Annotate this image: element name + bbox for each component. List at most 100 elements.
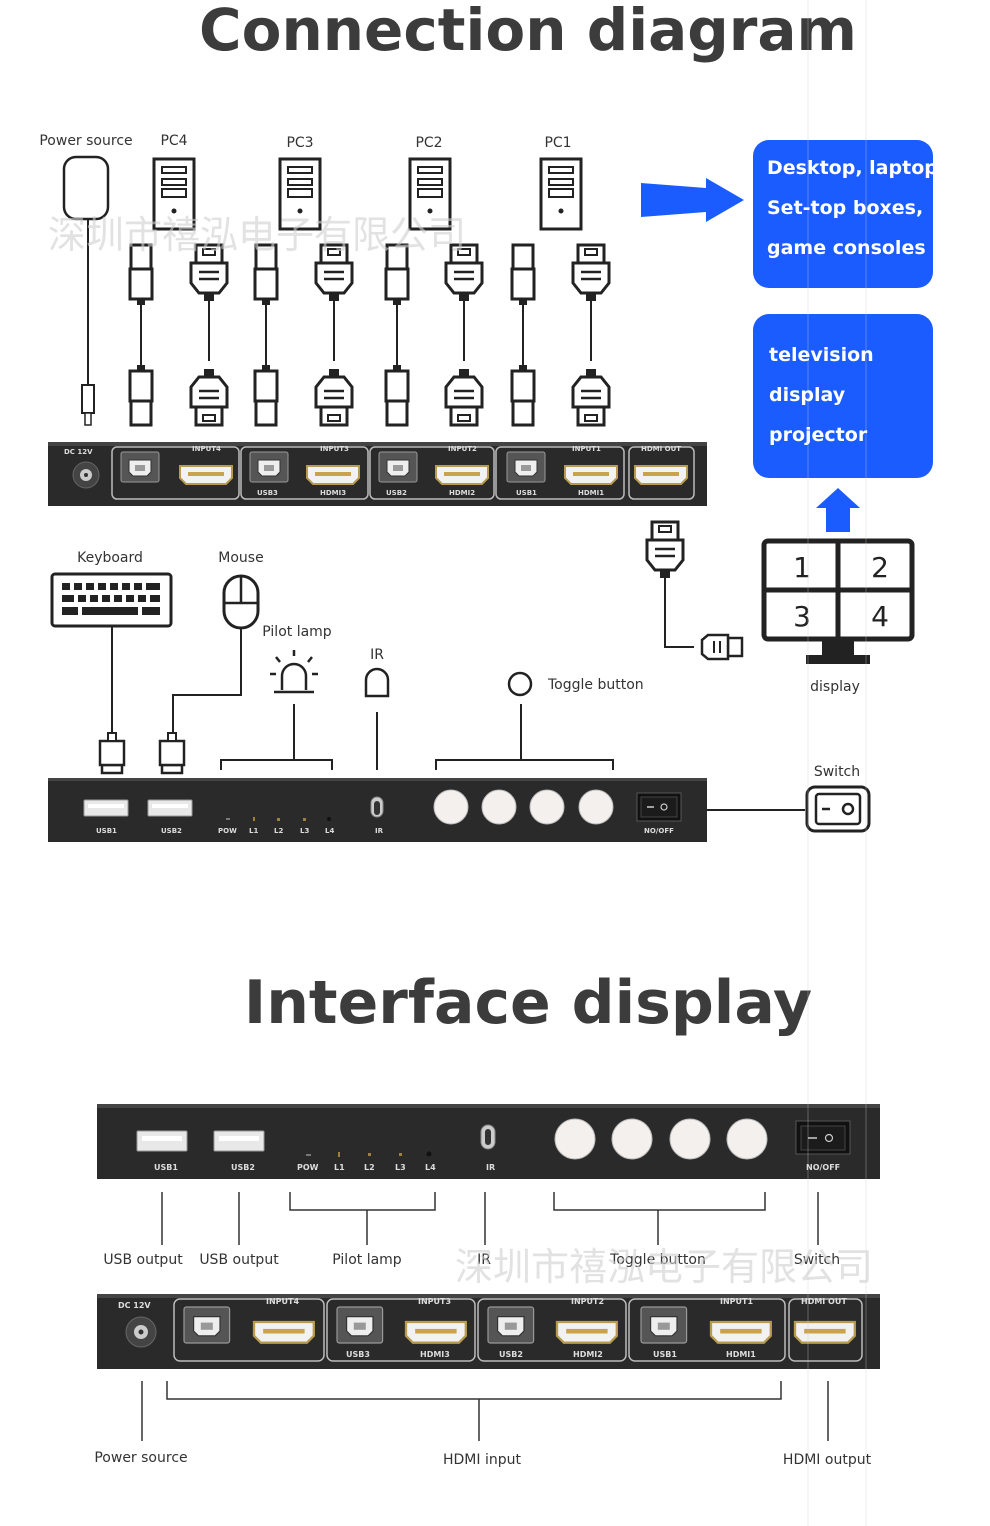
front-panel-device-large: USB1 USB2 POW L1 L2 L3 L4 IR NO/OFF <box>97 1104 880 1179</box>
svg-text:INPUT1: INPUT1 <box>572 445 601 453</box>
label-hdmi-input: HDMI input <box>443 1452 521 1468</box>
pc1-cables <box>510 243 611 427</box>
label-toggle-button: Toggle button <box>609 1252 706 1268</box>
svg-text:L3: L3 <box>395 1163 406 1172</box>
svg-text:USB2: USB2 <box>386 489 407 497</box>
label-usb-output-2: USB output <box>199 1252 279 1268</box>
output-box <box>753 314 933 478</box>
mouse-icon <box>158 574 260 775</box>
svg-text:HDMI1: HDMI1 <box>726 1350 756 1359</box>
svg-text:HDMI2: HDMI2 <box>449 489 475 497</box>
label-pc2: PC2 <box>415 135 442 151</box>
label-display: display <box>810 679 860 695</box>
svg-text:NO/OFF: NO/OFF <box>806 1163 840 1172</box>
ir-sensor-icon <box>364 667 390 698</box>
svg-text:L2: L2 <box>364 1163 375 1172</box>
pc2-cables <box>384 243 484 427</box>
svg-text:USB1: USB1 <box>154 1163 178 1172</box>
label-usb-output-1: USB output <box>103 1252 183 1268</box>
svg-text:POW: POW <box>297 1163 319 1172</box>
power-switch-icon <box>805 785 871 833</box>
hdmi-output-cable <box>645 520 744 661</box>
svg-text:L2: L2 <box>274 827 283 835</box>
back-panel-device: DC 12V INPUT4 INPUT3 INPUT2 INPUT1 HDMI … <box>48 442 707 506</box>
display-monitor-icon <box>761 538 915 664</box>
label-power-source: Power source <box>39 133 132 149</box>
watermark-strip <box>807 0 867 1526</box>
svg-text:HDMI3: HDMI3 <box>420 1350 450 1359</box>
svg-text:USB3: USB3 <box>257 489 278 497</box>
back-callouts <box>141 1381 829 1441</box>
connection-title: Connection diagram <box>199 0 857 64</box>
label-pilot-lamp-top: Pilot lamp <box>262 624 332 640</box>
label-ir-top: IR <box>370 647 384 663</box>
pilot-lamp-bracket <box>220 759 333 770</box>
power-adapter-icon <box>62 155 110 426</box>
svg-text:HDMI1: HDMI1 <box>578 489 604 497</box>
label-mouse: Mouse <box>218 550 263 566</box>
svg-text:HDMI OUT: HDMI OUT <box>801 1297 847 1306</box>
display-q4: 4 <box>871 600 889 633</box>
pc4-cables <box>128 243 229 427</box>
output-box-line1: television <box>769 344 874 366</box>
svg-text:INPUT4: INPUT4 <box>266 1297 299 1306</box>
svg-text:INPUT3: INPUT3 <box>418 1297 451 1306</box>
svg-text:INPUT2: INPUT2 <box>571 1297 604 1306</box>
svg-text:USB1: USB1 <box>96 827 117 835</box>
svg-text:HDMI2: HDMI2 <box>573 1350 603 1359</box>
svg-text:IR: IR <box>375 827 384 835</box>
svg-text:USB2: USB2 <box>499 1350 523 1359</box>
watermark-bottom: 深圳市禧泓电子有限公司 <box>455 1245 873 1289</box>
svg-text:INPUT1: INPUT1 <box>720 1297 753 1306</box>
svg-text:L3: L3 <box>300 827 309 835</box>
label-pilot-lamp: Pilot lamp <box>332 1252 402 1268</box>
label-switch-top: Switch <box>814 764 860 780</box>
svg-text:HDMI OUT: HDMI OUT <box>641 445 681 453</box>
svg-text:USB2: USB2 <box>161 827 182 835</box>
label-switch: Switch <box>794 1252 840 1268</box>
svg-text:USB1: USB1 <box>653 1350 677 1359</box>
svg-text:POW: POW <box>218 827 237 835</box>
source-box-line3: game consoles <box>767 237 926 259</box>
label-keyboard: Keyboard <box>77 550 143 566</box>
source-box-line1: Desktop, laptop <box>767 157 938 179</box>
back-panel-device-large: DC 12V INPUT4 INPUT3 INPUT2 INPUT1 HDMI … <box>97 1294 880 1369</box>
svg-text:DC 12V: DC 12V <box>64 448 93 456</box>
svg-text:L1: L1 <box>334 1163 345 1172</box>
source-box <box>753 140 933 288</box>
svg-text:INPUT3: INPUT3 <box>320 445 349 453</box>
svg-text:USB2: USB2 <box>231 1163 255 1172</box>
svg-text:NO/OFF: NO/OFF <box>644 827 674 835</box>
keyboard-icon <box>50 572 173 775</box>
svg-text:USB1: USB1 <box>516 489 537 497</box>
svg-text:L4: L4 <box>325 827 334 835</box>
label-hdmi-output: HDMI output <box>783 1452 872 1468</box>
arrow-right-icon <box>641 178 744 222</box>
svg-text:HDMI3: HDMI3 <box>320 489 346 497</box>
svg-text:IR: IR <box>486 1163 495 1172</box>
label-pc1: PC1 <box>544 135 571 151</box>
watermark-top: 深圳市禧泓电子有限公司 <box>48 213 466 257</box>
label-power-source-bottom: Power source <box>94 1450 187 1466</box>
pc3-cables <box>253 243 354 427</box>
svg-text:INPUT2: INPUT2 <box>448 445 477 453</box>
label-pc3: PC3 <box>286 135 313 151</box>
output-box-line3: projector <box>769 424 868 446</box>
toggle-button-icon <box>507 671 533 697</box>
toggle-bracket <box>435 759 614 770</box>
svg-text:USB3: USB3 <box>346 1350 370 1359</box>
interface-title: Interface display <box>244 968 812 1038</box>
display-q1: 1 <box>793 551 811 584</box>
front-panel-device: USB1 USB2 POW L1 L2 L3 L4 IR NO/OFF <box>48 778 707 842</box>
label-toggle-button-top: Toggle button <box>547 677 644 693</box>
display-q3: 3 <box>793 600 811 633</box>
svg-text:L1: L1 <box>249 827 258 835</box>
label-ir: IR <box>477 1252 491 1268</box>
front-callouts <box>161 1192 819 1245</box>
output-box-line2: display <box>769 384 846 406</box>
display-q2: 2 <box>871 551 889 584</box>
source-box-line2: Set-top boxes, <box>767 197 923 219</box>
arrow-up-icon <box>816 488 860 532</box>
svg-text:DC 12V: DC 12V <box>118 1301 151 1310</box>
pilot-lamp-icon <box>270 650 318 694</box>
